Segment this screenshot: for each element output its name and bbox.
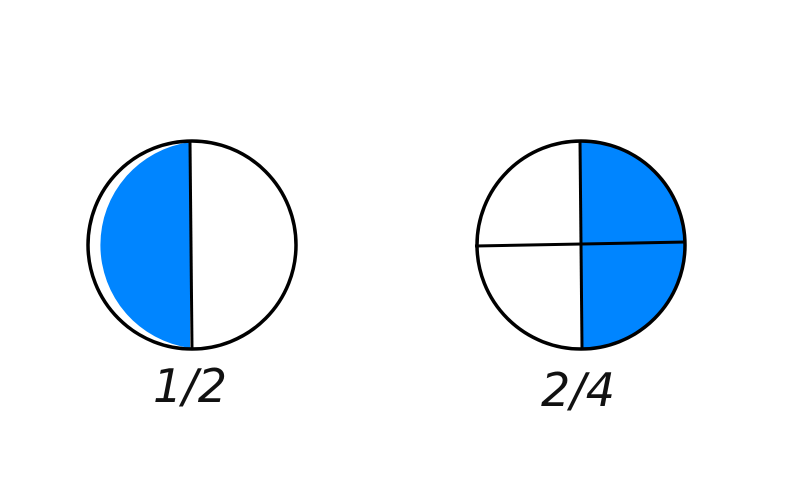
- fraction-label-half: 1/2: [153, 359, 227, 413]
- quarter-bottom-left-empty: [477, 244, 581, 348]
- half-circle-outline: [86, 139, 298, 351]
- fraction-quarters: 2/4: [474, 139, 687, 417]
- quarter-top-left-empty: [477, 141, 581, 244]
- fraction-half: 1/2: [86, 139, 298, 413]
- quarters-circle-outline: [475, 139, 687, 351]
- half-divider-line: [188, 141, 194, 349]
- half-right-empty-sector: [190, 142, 280, 348]
- fraction-label-quarters: 2/4: [541, 363, 615, 417]
- half-left-shaded-sector: [100, 142, 190, 348]
- quarters-horizontal-divider: [474, 240, 687, 248]
- quarter-top-right-shaded: [581, 141, 685, 244]
- quarter-bottom-right-shaded: [581, 244, 685, 348]
